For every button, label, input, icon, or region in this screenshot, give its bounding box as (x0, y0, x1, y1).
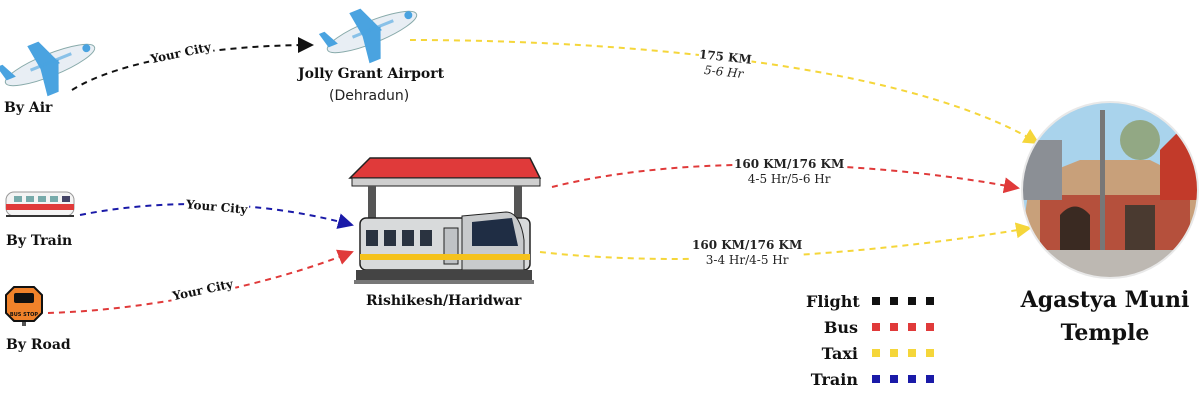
train-icon (5, 191, 75, 217)
railway-station-icon (348, 157, 542, 284)
legend-swatch (872, 349, 880, 357)
road-route-to-station (47, 249, 354, 314)
by-air-label: By Air (4, 100, 53, 116)
legend-swatch (890, 375, 898, 383)
legend-taxi: Taxi (806, 342, 944, 364)
by-road-label: By Road (6, 337, 71, 353)
destination-line-1: Agastya Muni (1020, 287, 1190, 313)
legend-swatch (926, 349, 934, 357)
legend-swatch (908, 375, 916, 383)
legend-swatch (890, 297, 898, 305)
legend-swatch (872, 323, 880, 331)
destination-title: Agastya Muni Temple (1010, 284, 1200, 350)
temple-image (1022, 102, 1198, 278)
legend-bus: Bus (806, 316, 944, 338)
by-train-label: By Train (6, 233, 73, 249)
legend-swatch (908, 297, 916, 305)
legend-swatch (908, 323, 916, 331)
legend-swatch (890, 349, 898, 357)
legend-train: Train (806, 368, 944, 390)
legend-swatch (872, 297, 880, 305)
taxi-route-info: 160 KM/176 KM 3-4 Hr/4-5 Hr (692, 238, 803, 268)
legend-flight: Flight (806, 290, 944, 312)
airplane-icon (0, 41, 96, 97)
air-route-info: 175 KM 5-6 Hr (696, 47, 753, 83)
legend-swatch (908, 349, 916, 357)
destination-line-2: Temple (1060, 320, 1150, 346)
svg-text:BUS STOP: BUS STOP (10, 312, 38, 318)
airplane-icon (318, 8, 418, 64)
air-route-to-airport (71, 37, 314, 91)
legend-swatch (926, 297, 934, 305)
legend-swatch (926, 323, 934, 331)
airport-city: (Dehradun) (329, 88, 410, 104)
bus-route-info: 160 KM/176 KM 4-5 Hr/5-6 Hr (734, 157, 845, 187)
airport-name: Jolly Grant Airport (298, 66, 445, 82)
legend-swatch (872, 375, 880, 383)
legend-swatch (890, 323, 898, 331)
bus-stop-icon: BUS STOP (5, 286, 43, 326)
legend-swatch (926, 375, 934, 383)
station-name: Rishikesh/Haridwar (366, 293, 522, 309)
